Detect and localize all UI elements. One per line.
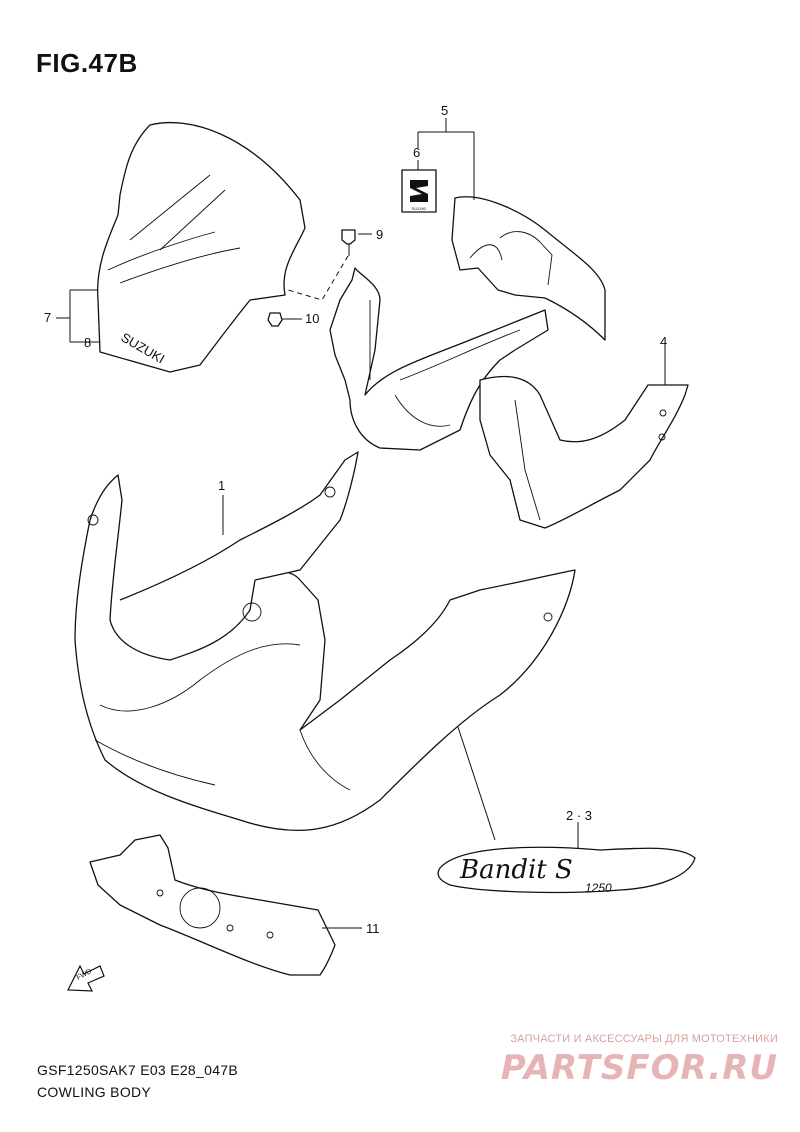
top-cover-part[interactable] (451, 196, 606, 341)
inner-cowling-part[interactable] (329, 267, 549, 451)
callout-6: 6 (413, 145, 420, 160)
watermark-tagline: ЗАПЧАСТИ И АКСЕССУАРЫ ДЛЯ МОТОТЕХНИКИ (510, 1033, 778, 1045)
lower-bracket-part[interactable] (89, 834, 336, 976)
callout-2-3: 2 · 3 (566, 808, 592, 823)
emblem-part[interactable]: SUZUKI (401, 169, 437, 213)
windscreen-part[interactable]: SUZUKI (96, 121, 306, 373)
bandit-script-text: Bandit S (459, 855, 573, 885)
callout-10: 10 (305, 311, 319, 326)
callout-5: 5 (441, 103, 448, 118)
bandit-model-text: 1250 (585, 881, 612, 895)
bandit-decal-part[interactable]: Bandit S 1250 (437, 846, 696, 895)
upper-cowling-part[interactable] (74, 451, 576, 831)
callout-11: 11 (366, 921, 380, 936)
callout-9: 9 (376, 227, 383, 242)
inner-side-panel-part[interactable] (479, 375, 689, 529)
screw-part[interactable] (341, 229, 356, 256)
model-code: GSF1250SAK7 E03 E28_047B (37, 1062, 239, 1078)
callout-1: 1 (218, 478, 225, 493)
leader-lines (56, 118, 666, 929)
callout-4: 4 (660, 334, 667, 349)
emblem-text: SUZUKI (412, 206, 427, 211)
watermark-logo: PARTSFOR.RU (500, 1048, 778, 1088)
figure-title: FIG.47B (36, 48, 138, 78)
callout-7: 7 (44, 310, 51, 325)
callout-8: 8 (84, 335, 91, 350)
section-name: COWLING BODY (37, 1084, 152, 1100)
grommet-part[interactable] (267, 312, 283, 327)
fwd-arrow-icon: FWD (67, 964, 105, 992)
